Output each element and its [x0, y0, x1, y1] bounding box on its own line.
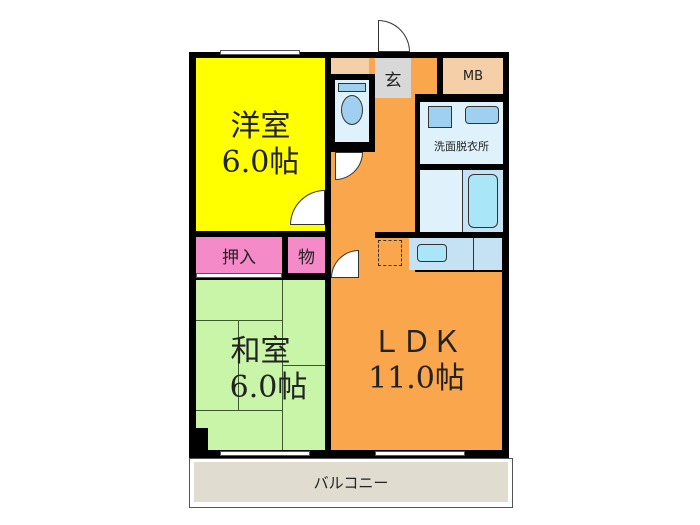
toilet-icon — [341, 95, 363, 125]
ldk: ＬＤＫ 11.0帖 — [331, 272, 502, 450]
window — [220, 50, 300, 55]
mb-label: MB — [462, 68, 484, 84]
meter-box: MB — [443, 58, 503, 94]
bathroom — [420, 170, 503, 232]
japanese-room-label: 和室 6.0帖 — [196, 330, 325, 410]
japanese-room — [196, 280, 325, 450]
western-room-name: 洋室 — [230, 108, 291, 144]
toilet — [335, 80, 369, 142]
storage: 物 — [288, 237, 325, 273]
storage-label: 物 — [298, 247, 315, 268]
balcony-label: バルコニー — [313, 473, 389, 492]
entrance-door — [378, 20, 410, 52]
washroom: 洗面脱衣所 — [420, 102, 503, 164]
bathtub-icon — [468, 174, 498, 228]
fridge-space — [378, 240, 402, 266]
window — [220, 451, 310, 456]
shoe-cabinet — [331, 58, 369, 74]
japanese-room-name: 和室 — [230, 334, 291, 369]
kitchen-counter — [409, 238, 502, 270]
ldk-size: 11.0帖 — [368, 361, 465, 396]
western-room-size: 6.0帖 — [221, 144, 300, 180]
ldk-name: ＬＤＫ — [371, 325, 462, 360]
washroom-label: 洗面脱衣所 — [434, 140, 489, 153]
window — [375, 451, 465, 456]
closet-door — [196, 273, 282, 278]
closet-label: 押入 — [222, 247, 256, 268]
japanese-room-size: 6.0帖 — [229, 370, 308, 405]
balcony: バルコニー — [194, 462, 508, 502]
sink-icon — [417, 244, 447, 262]
entrance: 玄 — [375, 58, 411, 98]
closet: 押入 — [196, 237, 282, 273]
entrance-label: 玄 — [384, 70, 402, 91]
